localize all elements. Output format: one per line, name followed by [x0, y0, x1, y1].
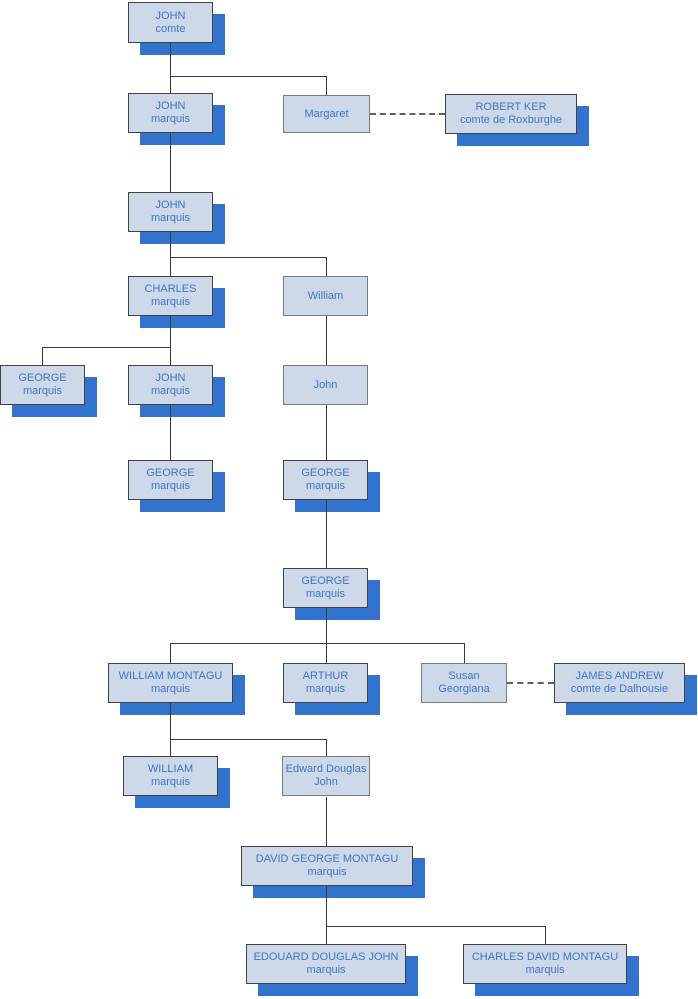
person-name: Margaret — [304, 107, 349, 120]
connector-line — [326, 405, 327, 460]
person-node-margaret[interactable]: Margaret — [283, 95, 370, 133]
connector-line — [170, 405, 171, 460]
connector-line — [170, 232, 171, 276]
person-name: JOHN — [155, 372, 186, 384]
person-title: marquis — [307, 866, 347, 878]
person-name: ROBERT KER — [475, 101, 547, 113]
connector-line — [326, 797, 327, 846]
person-name: EDOUARD DOUGLAS JOHN — [253, 951, 399, 963]
person-title: marquis — [150, 480, 191, 492]
person-title: marquis — [150, 385, 191, 397]
person-name: JOHN — [155, 9, 186, 22]
connector-line — [170, 133, 171, 192]
person-title: marquis — [305, 588, 346, 600]
person-name: JAMES ANDREW — [575, 670, 664, 682]
connector-line — [170, 739, 326, 740]
person-name: ARTHUR — [302, 670, 349, 682]
person-name: GEORGE — [146, 467, 195, 479]
connector-line — [326, 500, 327, 568]
person-name: William — [307, 289, 344, 302]
person-name: JOHN — [155, 100, 186, 112]
connector-line — [170, 257, 326, 258]
person-name: JOHN — [155, 199, 186, 211]
connector-line — [170, 316, 171, 365]
connector-line — [326, 316, 327, 365]
marriage-dashed-line — [370, 113, 445, 115]
person-name: GEORGE — [301, 575, 350, 587]
person-node-john[interactable]: John — [283, 365, 368, 405]
person-title: marquis — [525, 964, 565, 976]
person-title: marquis — [305, 480, 346, 492]
person-title: marquis — [150, 212, 191, 224]
connector-line — [326, 257, 327, 276]
person-name: CHARLES DAVID MONTAGU — [471, 951, 619, 963]
connector-line — [170, 703, 171, 756]
person-title: marquis — [150, 776, 191, 788]
person-name: DAVID GEORGE MONTAGU — [255, 853, 399, 865]
person-title: marquis — [150, 296, 191, 308]
connector-line — [42, 347, 43, 365]
person-title: marquis — [150, 683, 191, 695]
connector-line — [326, 76, 327, 95]
connector-line — [326, 926, 545, 927]
marriage-dashed-line — [507, 682, 554, 684]
person-name: Susan Georgiana — [438, 670, 490, 695]
person-title: comte de Roxburghe — [459, 114, 563, 126]
person-title: comte — [155, 22, 186, 35]
connector-line — [170, 643, 464, 644]
person-title: comte de Dalhousie — [570, 683, 669, 695]
person-node-william[interactable]: William — [283, 276, 368, 316]
person-node-edward-douglas-john[interactable]: Edward Douglas John — [282, 756, 370, 796]
person-name: John — [313, 378, 338, 391]
connector-line — [326, 886, 327, 944]
person-title: marquis — [22, 385, 63, 397]
connector-line — [170, 643, 171, 663]
connector-line — [170, 43, 171, 93]
connector-line — [464, 643, 465, 663]
person-name: Edward Douglas John — [285, 763, 367, 788]
connector-line — [545, 926, 546, 944]
connector-line — [42, 347, 170, 348]
person-name: WILLIAM MONTAGU — [118, 670, 223, 682]
person-node-susan-georgiana[interactable]: Susan Georgiana — [421, 663, 507, 703]
person-name: CHARLES — [144, 283, 197, 295]
connector-line — [326, 739, 327, 756]
person-name: GEORGE — [18, 372, 67, 384]
person-name: WILLIAM — [147, 763, 194, 775]
connector-line — [326, 608, 327, 663]
connector-line — [170, 76, 326, 77]
person-title: marquis — [305, 683, 346, 695]
person-title: marquis — [306, 964, 346, 976]
person-name: GEORGE — [301, 467, 350, 479]
person-title: marquis — [150, 113, 191, 125]
